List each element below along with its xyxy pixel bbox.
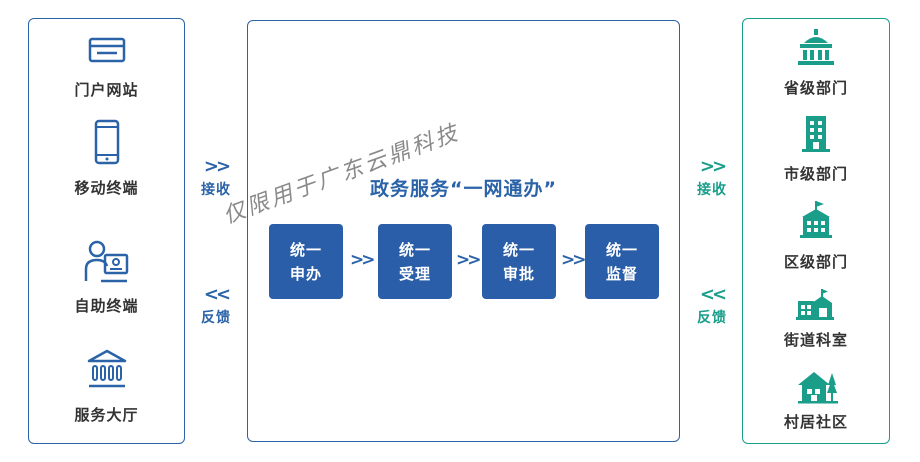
district-building-icon bbox=[800, 201, 832, 238]
right-feedback-arrow: << 反馈 bbox=[682, 286, 742, 327]
step-approve[interactable]: 统一 审批 bbox=[482, 224, 556, 299]
step-line1: 统一 bbox=[398, 240, 431, 259]
channel-mobile[interactable]: 移动终端 bbox=[29, 119, 184, 198]
dept-label: 区级部门 bbox=[783, 253, 848, 271]
channels-panel: 门户网站 移动终端 自助终端 服务大厅 bbox=[28, 18, 185, 444]
city-building-icon bbox=[802, 116, 830, 152]
community-house-icon bbox=[798, 372, 838, 404]
provincial-building-icon bbox=[798, 29, 834, 65]
dept-city[interactable]: 市级部门 bbox=[743, 113, 889, 184]
channel-label: 门户网站 bbox=[74, 81, 139, 99]
departments-panel: 省级部门 市级部门 区级部门 bbox=[742, 18, 890, 444]
chevron-right-icon: >> bbox=[456, 250, 481, 270]
chevron-left-icon: << bbox=[203, 284, 231, 305]
step-line2: 审批 bbox=[502, 264, 535, 283]
chevron-left-icon: << bbox=[699, 284, 727, 305]
step-line1: 统一 bbox=[605, 240, 638, 259]
street-office-icon bbox=[796, 289, 834, 320]
dept-district[interactable]: 区级部门 bbox=[743, 199, 889, 272]
mobile-phone-icon bbox=[94, 119, 119, 165]
chevron-right-icon: >> bbox=[350, 250, 375, 270]
dept-street[interactable]: 街道科室 bbox=[743, 287, 889, 350]
channel-label: 移动终端 bbox=[74, 179, 139, 197]
chevron-right-icon: >> bbox=[203, 156, 231, 177]
step-line2: 监督 bbox=[605, 264, 638, 283]
step-accept[interactable]: 统一 受理 bbox=[378, 224, 452, 299]
browser-window-icon bbox=[88, 37, 125, 63]
receive-label: 接收 bbox=[201, 182, 231, 198]
center-title: 政务服务“一网通办” bbox=[370, 178, 557, 200]
dept-label: 街道科室 bbox=[783, 331, 848, 349]
dept-provincial[interactable]: 省级部门 bbox=[743, 27, 889, 98]
left-receive-arrow: >> 接收 bbox=[186, 158, 246, 199]
dept-label: 省级部门 bbox=[783, 79, 848, 97]
step-line2: 申办 bbox=[289, 264, 322, 283]
chevron-right-icon: >> bbox=[561, 250, 586, 270]
dept-label: 市级部门 bbox=[783, 165, 848, 183]
feedback-label: 反馈 bbox=[201, 310, 231, 326]
channel-portal[interactable]: 门户网站 bbox=[29, 33, 184, 100]
channel-service-hall[interactable]: 服务大厅 bbox=[29, 348, 184, 425]
dept-label: 村居社区 bbox=[783, 413, 848, 431]
chevron-right-icon: >> bbox=[699, 156, 727, 177]
step-line2: 受理 bbox=[398, 264, 431, 283]
left-feedback-arrow: << 反馈 bbox=[186, 286, 246, 327]
feedback-label: 反馈 bbox=[697, 310, 727, 326]
self-service-kiosk-icon bbox=[84, 240, 128, 283]
step-apply[interactable]: 统一 申办 bbox=[269, 224, 343, 299]
channel-label: 自助终端 bbox=[74, 297, 139, 315]
right-receive-arrow: >> 接收 bbox=[682, 158, 742, 199]
step-supervise[interactable]: 统一 监督 bbox=[585, 224, 659, 299]
channel-label: 服务大厅 bbox=[74, 406, 139, 424]
dept-community[interactable]: 村居社区 bbox=[743, 367, 889, 432]
step-line1: 统一 bbox=[289, 240, 322, 259]
step-line1: 统一 bbox=[502, 240, 535, 259]
channel-kiosk[interactable]: 自助终端 bbox=[29, 239, 184, 316]
receive-label: 接收 bbox=[697, 182, 727, 198]
service-hall-icon bbox=[87, 349, 126, 388]
